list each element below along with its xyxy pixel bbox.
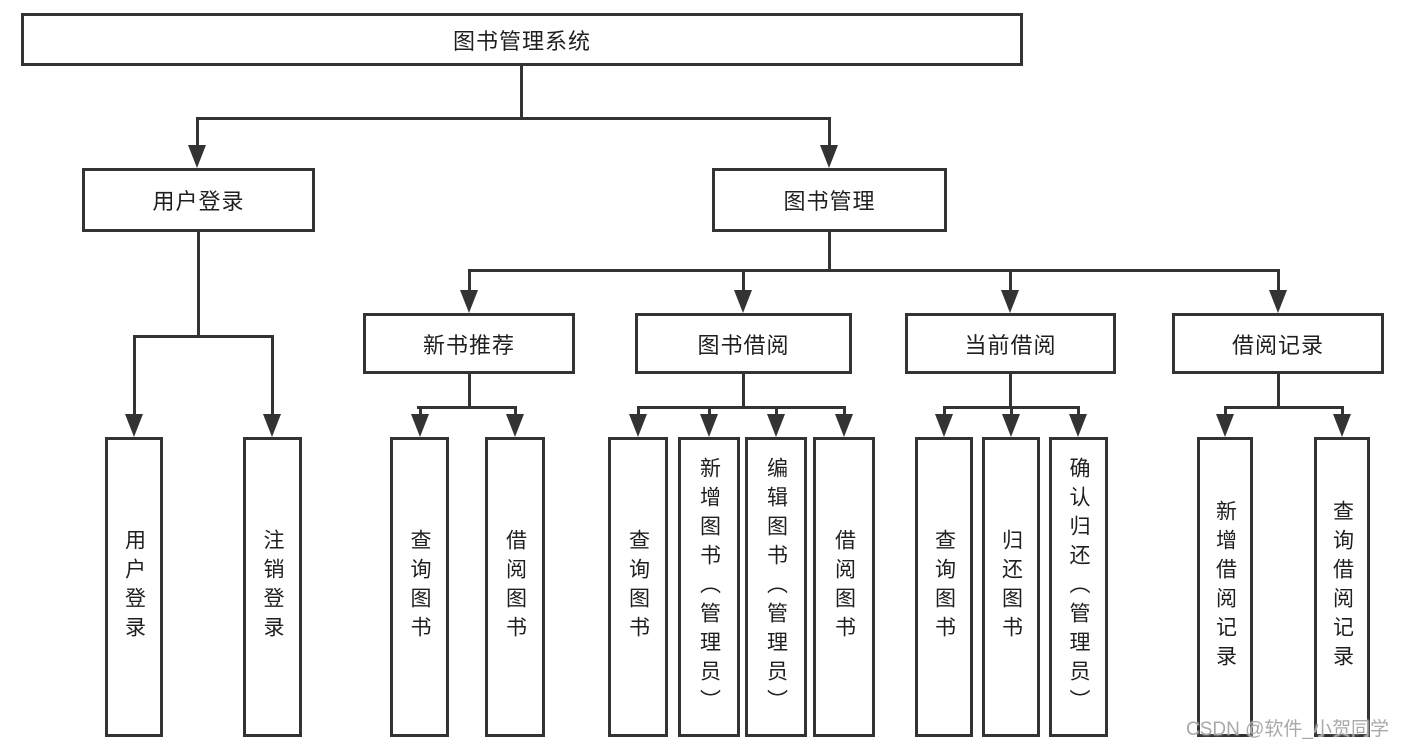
- leaf-current-return-label: 归还图书: [999, 529, 1023, 645]
- node-book-mgmt-label: 图书管理: [783, 189, 876, 214]
- node-root-label: 图书管理系统: [452, 28, 591, 54]
- arrow-to-records: [1269, 290, 1287, 313]
- arrow-to-d3: [1069, 414, 1087, 437]
- connector-records-leafsplit: [1224, 406, 1343, 409]
- leaf-records-add: 新增借阅记录: [1197, 437, 1253, 737]
- leaf-newbooks-borrow: 借阅图书: [485, 437, 545, 737]
- connector-d1-stem: [943, 406, 946, 416]
- connector-user-login-split: [133, 335, 274, 338]
- connector-new-books-down: [468, 374, 471, 409]
- arrow-to-new-books: [460, 290, 478, 313]
- connector-root-stem: [520, 64, 523, 119]
- connector-new-books-leafsplit: [417, 406, 515, 409]
- connector-d2-stem: [1010, 406, 1013, 416]
- leaf-current-query: 查询图书: [915, 437, 973, 737]
- node-new-books: 新书推荐: [363, 313, 575, 374]
- leaf-logout-label: 注销登录: [261, 529, 284, 645]
- csdn-watermark: CSDN @软件_小贺同学: [1186, 719, 1389, 740]
- arrow-to-b2: [506, 414, 524, 437]
- connector-e2-stem: [1341, 406, 1344, 416]
- node-borrow-records-label: 借阅记录: [1231, 332, 1324, 358]
- connector-borrowing-down: [742, 374, 745, 409]
- arrow-to-user-login: [188, 145, 206, 168]
- connector-user-login-stem: [196, 117, 199, 147]
- arrow-to-leaf-login: [125, 414, 143, 437]
- leaf-newbooks-borrow-label: 借阅图书: [503, 529, 527, 645]
- arrow-to-current: [1001, 290, 1019, 313]
- connector-b2-stem: [514, 406, 517, 416]
- connector-book-mgmt-stem: [828, 117, 831, 147]
- connector-leaf-logout-stem: [271, 335, 274, 415]
- connector-e1-stem: [1224, 406, 1227, 416]
- leaf-borrowing-query: 查询图书: [608, 437, 668, 737]
- arrow-to-c1: [629, 414, 647, 437]
- node-user-login-label: 用户登录: [152, 189, 245, 214]
- connector-c4-stem: [843, 406, 846, 416]
- node-book-borrowing: 图书借阅: [635, 313, 852, 374]
- arrow-to-d2: [1002, 414, 1020, 437]
- leaf-logout: 注销登录: [243, 437, 302, 737]
- connector-records-stem: [1277, 269, 1280, 292]
- connector-current-down: [1009, 374, 1012, 409]
- leaf-records-query: 查询借阅记录: [1314, 437, 1370, 737]
- connector-borrowing-stem: [742, 269, 745, 292]
- leaf-records-query-label: 查询借阅记录: [1330, 500, 1354, 674]
- leaf-borrowing-borrow-label: 借阅图书: [832, 529, 856, 645]
- leaf-borrowing-borrow: 借阅图书: [813, 437, 875, 737]
- connector-book-mgmt-down: [828, 232, 831, 272]
- leaf-borrowing-query-label: 查询图书: [626, 529, 650, 645]
- connector-user-login-down: [197, 232, 200, 338]
- arrow-to-borrowing: [734, 290, 752, 313]
- leaf-borrowing-edit-admin: 编辑图书（管理员）: [745, 437, 807, 737]
- leaf-current-query-label: 查询图书: [932, 529, 956, 645]
- connector-level2-split: [196, 117, 831, 120]
- node-user-login: 用户登录: [82, 168, 315, 232]
- node-root: 图书管理系统: [21, 13, 1023, 66]
- leaf-borrowing-edit-admin-label: 编辑图书（管理员）: [764, 456, 788, 718]
- connector-records-down: [1277, 374, 1280, 409]
- connector-current-stem: [1009, 269, 1012, 292]
- connector-d3-stem: [1077, 406, 1080, 416]
- connector-new-books-stem: [468, 269, 471, 292]
- node-current-borrowing-label: 当前借阅: [964, 332, 1057, 358]
- node-new-books-label: 新书推荐: [422, 332, 515, 358]
- leaf-current-confirm-admin: 确认归还（管理员）: [1049, 437, 1108, 737]
- node-book-mgmt: 图书管理: [712, 168, 947, 232]
- arrow-to-c3: [767, 414, 785, 437]
- connector-level3-split: [468, 269, 1280, 272]
- leaf-user-login: 用户登录: [105, 437, 163, 737]
- connector-b1-stem: [419, 406, 422, 416]
- node-current-borrowing: 当前借阅: [905, 313, 1116, 374]
- connector-borrowing-leafsplit: [637, 406, 845, 409]
- leaf-borrowing-add-admin: 新增图书（管理员）: [678, 437, 740, 737]
- arrow-to-e2: [1333, 414, 1351, 437]
- leaf-current-confirm-admin-label: 确认归还（管理员）: [1067, 456, 1090, 718]
- leaf-newbooks-query: 查询图书: [390, 437, 449, 737]
- arrow-to-b1: [411, 414, 429, 437]
- arrow-to-d1: [935, 414, 953, 437]
- leaf-user-login-label: 用户登录: [122, 529, 146, 645]
- node-book-borrowing-label: 图书借阅: [697, 332, 790, 358]
- leaf-newbooks-query-label: 查询图书: [408, 529, 431, 645]
- leaf-current-return: 归还图书: [982, 437, 1040, 737]
- connector-leaf-login-stem: [133, 335, 136, 415]
- arrow-to-leaf-logout: [263, 414, 281, 437]
- arrow-to-c2: [700, 414, 718, 437]
- arrow-to-c4: [835, 414, 853, 437]
- node-borrow-records: 借阅记录: [1172, 313, 1384, 374]
- connector-c2-stem: [708, 406, 711, 416]
- leaf-borrowing-add-admin-label: 新增图书（管理员）: [697, 456, 721, 718]
- leaf-records-add-label: 新增借阅记录: [1213, 500, 1237, 674]
- connector-c1-stem: [637, 406, 640, 416]
- connector-c3-stem: [775, 406, 778, 416]
- arrow-to-book-mgmt: [820, 145, 838, 168]
- arrow-to-e1: [1216, 414, 1234, 437]
